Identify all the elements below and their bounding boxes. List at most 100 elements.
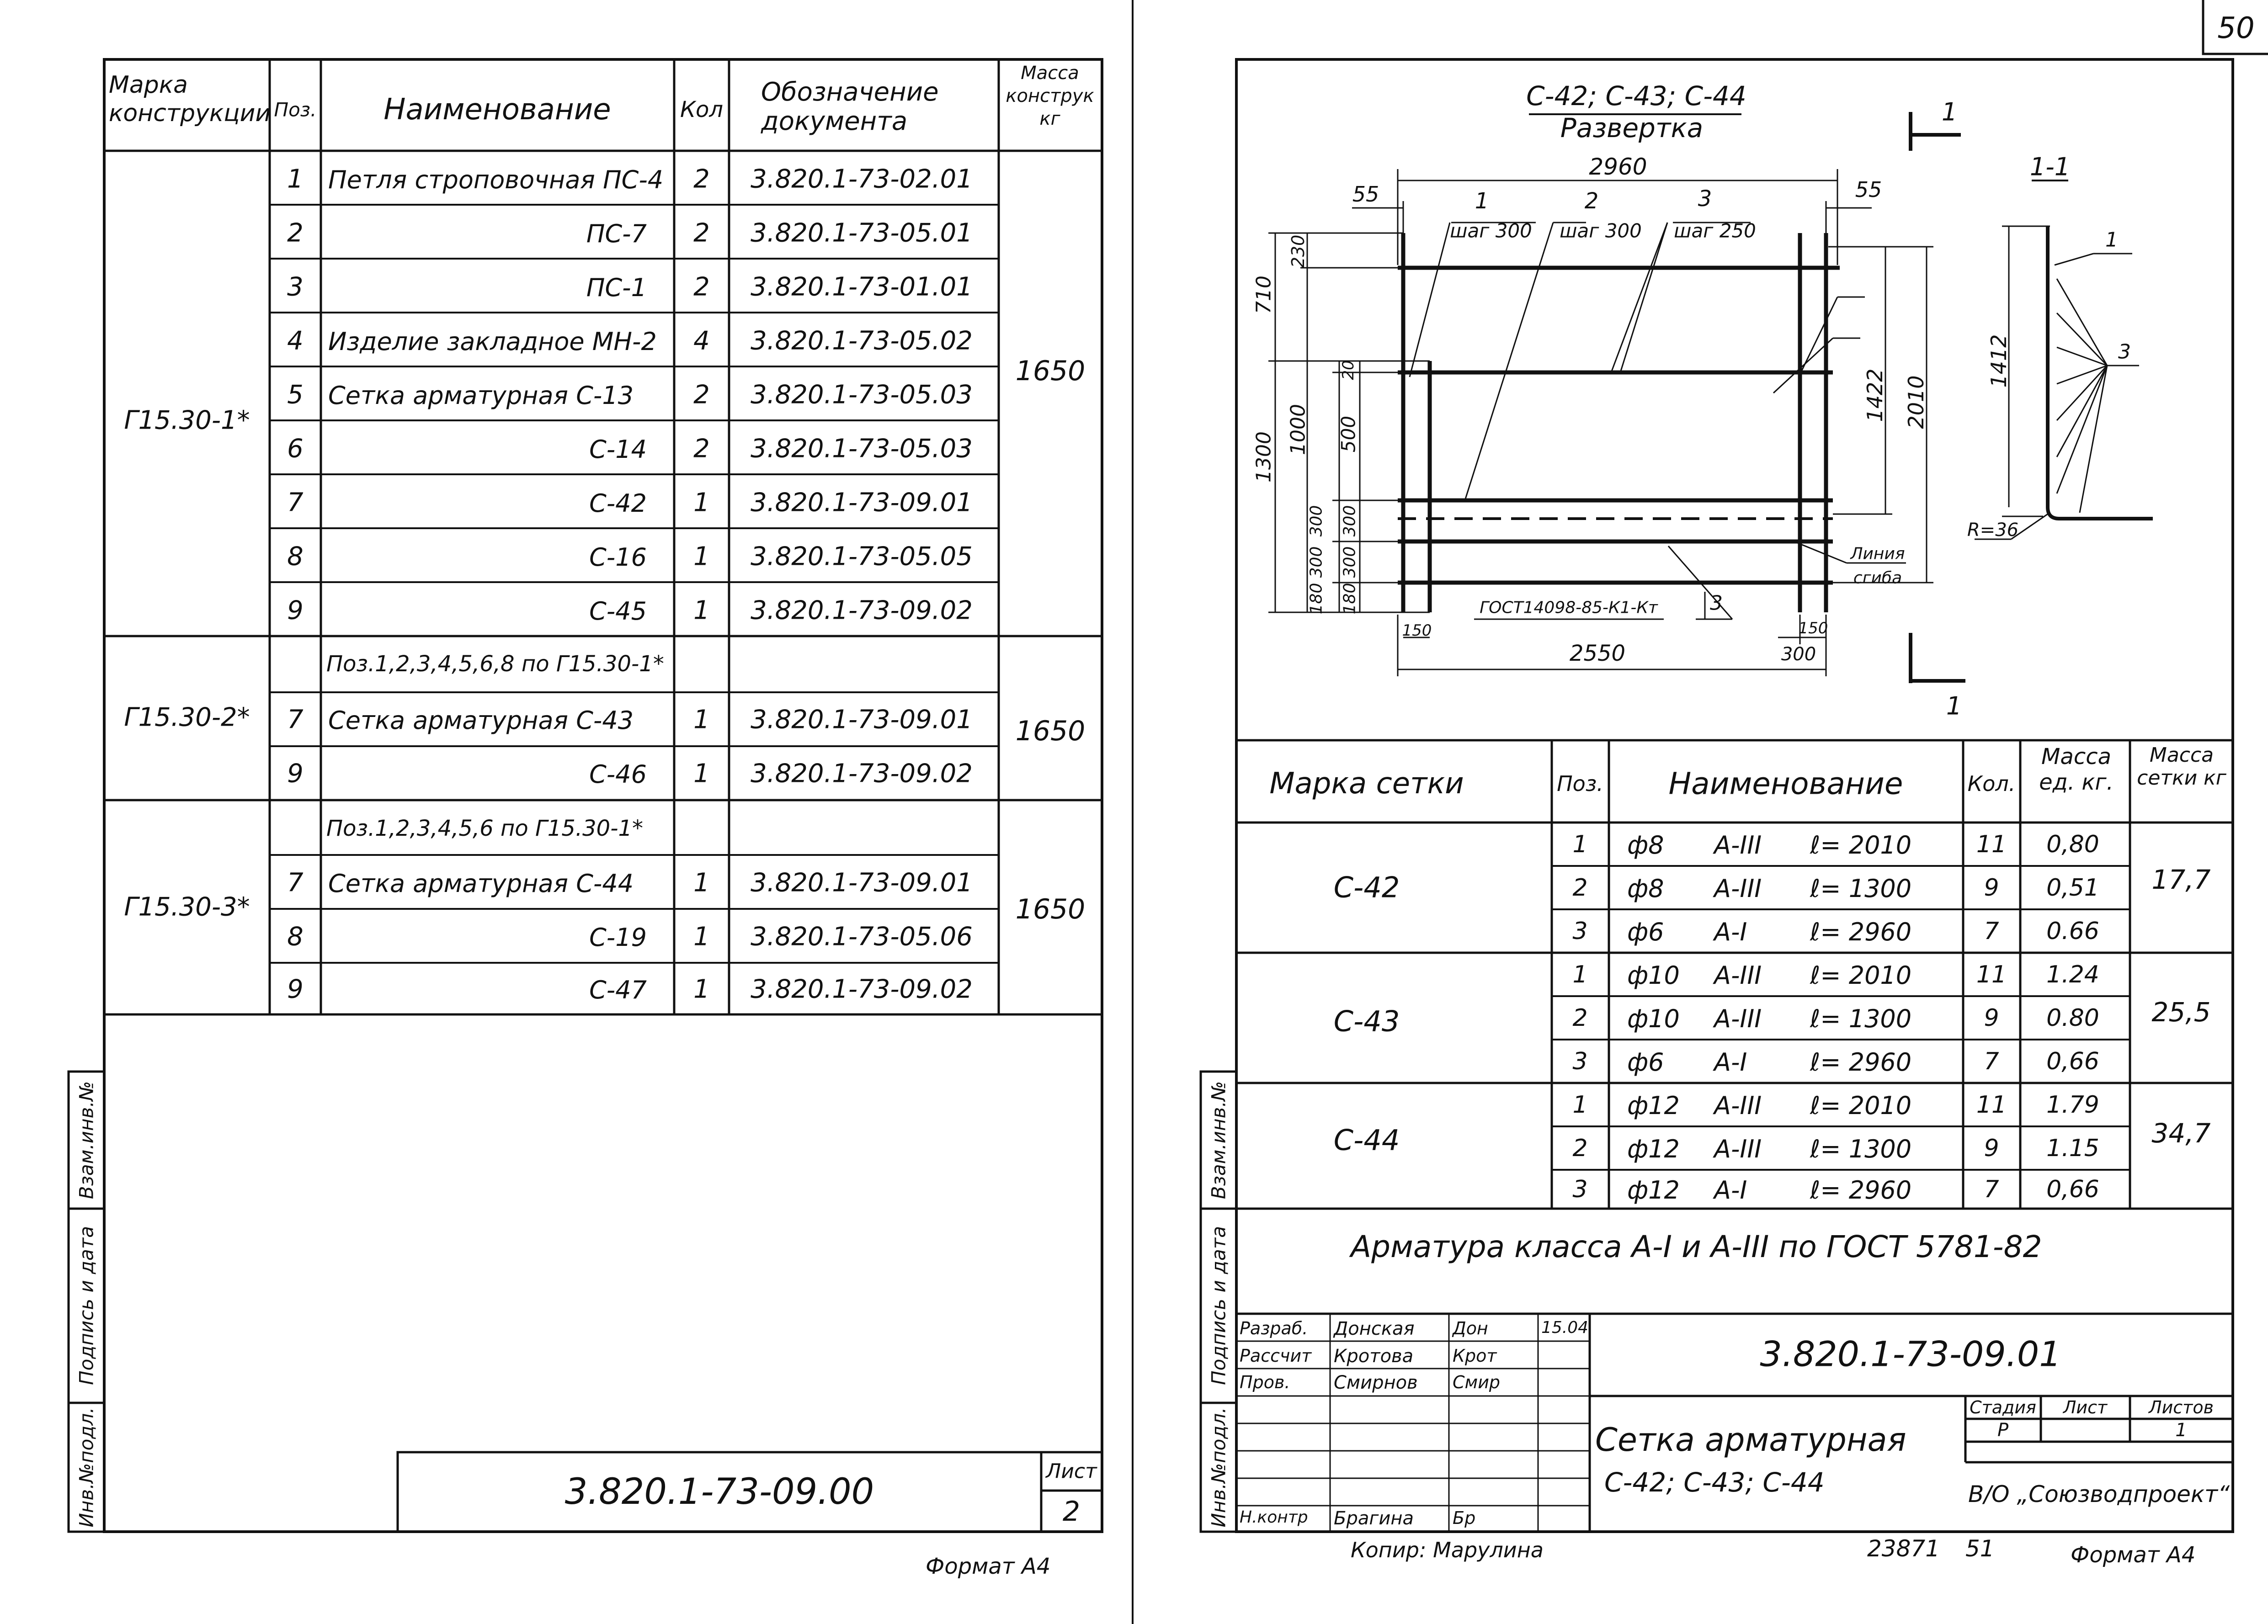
side-label: Взам.инв.№: [75, 1081, 98, 1199]
footer-format: Формат А4: [2071, 1542, 2196, 1568]
cut-mark-top: 1: [1941, 97, 1958, 127]
mesh-row-pos: 1: [1572, 1091, 1588, 1119]
side-label: Подпись и дата: [1207, 1226, 1230, 1385]
header-qty: Кол: [680, 97, 724, 122]
row-name: С-47: [589, 976, 647, 1004]
tb-name: Брагина: [1334, 1508, 1414, 1529]
header-name: Наименование: [383, 93, 611, 127]
tb-name: Кротова: [1334, 1346, 1414, 1367]
row-doc: 3.820.1-73-09.02: [751, 974, 973, 1004]
stamp-sheet-label: Лист: [1046, 1459, 1097, 1483]
row-pos: 7: [287, 488, 303, 518]
row-pos: 7: [287, 868, 303, 898]
tb-date: 15.04: [1541, 1318, 1589, 1337]
row-pos: 7: [287, 705, 303, 735]
mesh-row-class: А-I: [1714, 918, 1747, 946]
mesh-row-dia: ф6: [1627, 918, 1664, 946]
group-mark: Г15.30-3*: [124, 892, 250, 922]
tb-title-line2: С-42; С-43; С-44: [1604, 1467, 1825, 1498]
row-name: Петля строповочная ПС-4: [328, 165, 664, 194]
mesh-row-dia: ф10: [1627, 1004, 1680, 1033]
mesh-header-mesh-mass: Масса сетки кг: [2137, 743, 2226, 790]
mesh-row-length: ℓ= 2010: [1810, 831, 1912, 860]
row-qty: 4: [693, 326, 710, 356]
row-name: С-19: [589, 923, 647, 952]
mesh-row-class: А-III: [1714, 1135, 1762, 1163]
mesh-row-dia: ф12: [1627, 1135, 1680, 1163]
row-name: Сетка арматурная С-44: [328, 869, 634, 898]
tb-sheets-value: 1: [2175, 1420, 2187, 1441]
drawing-subtitle: Развертка: [1560, 112, 1704, 143]
row-name: С-42: [589, 489, 647, 518]
row-qty: 1: [693, 541, 710, 572]
dim-right-1422: 1422: [1863, 368, 1887, 422]
row-pos: 4: [287, 326, 303, 356]
section-callout-1: 1: [2105, 228, 2118, 252]
mesh-row-pos: 2: [1572, 1004, 1588, 1032]
mesh-row-class: А-III: [1714, 831, 1762, 860]
mesh-mark: С-44: [1333, 1123, 1400, 1157]
mesh-row-pos: 1: [1572, 831, 1588, 858]
tb-stage-label: Стадия: [1970, 1397, 2036, 1417]
row-doc: 3.820.1-73-05.03: [751, 380, 973, 410]
tb-organization: В/О „Союзводпроект“: [1968, 1481, 2230, 1507]
row-name: С-45: [589, 597, 647, 626]
stamp-doc-number: 3.820.1-73-09.00: [564, 1471, 874, 1513]
mesh-row-qty: 9: [1984, 1135, 1999, 1162]
dim-left-500: 500: [1337, 415, 1360, 453]
row-doc: 3.820.1-73-01.01: [751, 272, 973, 302]
mesh-row-pos: 2: [1572, 1135, 1588, 1162]
mesh-row-length: ℓ= 2960: [1810, 918, 1912, 946]
bend-line-label: Линия: [1850, 544, 1905, 563]
group-note: Поз.1,2,3,4,5,6,8 по Г15.30-1*: [326, 651, 664, 677]
row-pos: 2: [287, 218, 303, 248]
row-doc: 3.820.1-73-02.01: [751, 164, 973, 194]
header-mark: Марка конструкции: [109, 71, 271, 127]
mesh-row-dia: ф6: [1627, 1048, 1664, 1077]
mesh-row-mass: 0,51: [2046, 874, 2099, 902]
tb-name: Смирнов: [1334, 1372, 1418, 1393]
group-mass: 1650: [1015, 715, 1086, 747]
row-pos: 9: [287, 595, 303, 626]
bend-line-label: сгиба: [1853, 568, 1902, 588]
callout-pos-2: 2: [1584, 188, 1599, 214]
mesh-row-pos: 3: [1572, 1048, 1588, 1075]
dim-bottom-total: 2550: [1569, 641, 1626, 666]
mesh-row-class: А-III: [1714, 1004, 1762, 1033]
tb-signature: Дон: [1453, 1318, 1488, 1338]
dim-bottom-right-b: 300: [1781, 644, 1816, 665]
dim-left-180: 180: [1340, 583, 1359, 615]
row-doc: 3.820.1-73-05.03: [751, 434, 973, 464]
mesh-row-qty: 9: [1984, 874, 1999, 902]
row-doc: 3.820.1-73-09.01: [751, 488, 973, 518]
tb-stage-value: Р: [1997, 1420, 2009, 1441]
section-label: 1-1: [2029, 152, 2071, 181]
header-pos: Поз.: [274, 98, 317, 121]
row-name: ПС-1: [586, 273, 647, 302]
row-doc: 3.820.1-73-09.01: [751, 705, 973, 735]
mesh-row-qty: 9: [1984, 1004, 1999, 1032]
row-qty: 2: [693, 272, 710, 302]
side-label: Взам.инв.№: [1207, 1081, 1230, 1199]
mesh-header-mark: Марка сетки: [1269, 767, 1464, 801]
row-name: Сетка арматурная С-43: [328, 706, 634, 735]
mesh-row-dia: ф12: [1627, 1091, 1680, 1120]
mesh-row-mass: 0,80: [2046, 831, 2099, 858]
mesh-row-qty: 11: [1976, 1091, 2007, 1119]
mesh-row-mass: 1.15: [2046, 1135, 2099, 1162]
mesh-row-qty: 11: [1976, 961, 2007, 988]
mesh-mass: 25,5: [2151, 997, 2211, 1028]
row-pos: 9: [287, 759, 303, 789]
mesh-row-length: ℓ= 2010: [1810, 961, 1912, 990]
mesh-row-class: А-I: [1714, 1176, 1747, 1205]
row-name: Сетка арматурная С-13: [328, 381, 634, 410]
row-doc: 3.820.1-73-05.01: [751, 218, 973, 248]
row-name: С-46: [589, 760, 647, 789]
mesh-row-pos: 3: [1572, 1176, 1588, 1203]
mesh-row-length: ℓ= 2960: [1810, 1048, 1912, 1077]
row-qty: 2: [693, 164, 710, 194]
mesh-row-mass: 1.24: [2046, 961, 2099, 988]
mesh-row-length: ℓ= 2960: [1810, 1176, 1912, 1205]
header-mass: Масса конструк кг: [1006, 63, 1094, 129]
